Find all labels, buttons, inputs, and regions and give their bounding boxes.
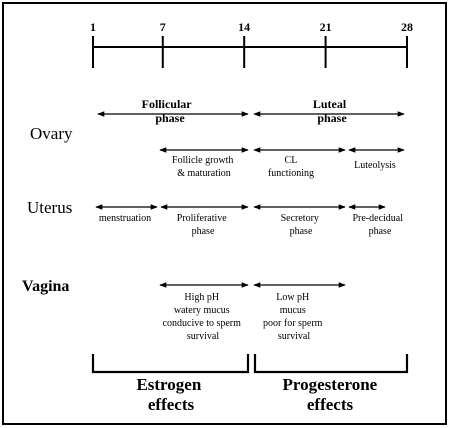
pre-decidual-label: Pre-decidual phase <box>352 213 405 237</box>
ovary-row: Follicular phase Luteal phase Follicle g… <box>97 97 405 179</box>
timeline-tick-label: 7 <box>160 20 166 34</box>
follicle-growth-label: Follicle growth & maturation <box>172 155 236 179</box>
proliferative-label: Proliferative phase <box>177 213 229 237</box>
vagina-label: Vagina <box>22 278 69 295</box>
estrogen-effects-label: Estrogen effects <box>136 375 205 414</box>
luteolysis-label: Luteolysis <box>354 160 396 171</box>
diagram-frame <box>2 2 447 425</box>
timeline-ticks: 1 7 14 21 28 <box>90 20 413 68</box>
timeline-tick-label: 1 <box>90 20 96 34</box>
menstruation-label: menstruation <box>99 213 151 224</box>
secretory-label: Secretory phase <box>281 213 322 237</box>
estrogen-state-label: High pH watery mucus conducive to sperm … <box>163 292 244 342</box>
effects-brackets: Estrogen effects Progesterone effects <box>91 354 409 414</box>
timeline-tick-label: 28 <box>401 20 413 34</box>
vagina-row: High pH watery mucus conducive to sperm … <box>159 282 346 342</box>
cl-functioning-label: CL functioning <box>268 155 314 179</box>
timeline-tick-label: 14 <box>238 20 250 34</box>
day-timeline: 1 7 14 21 28 <box>90 20 413 68</box>
estrogen-bracket <box>91 354 250 374</box>
uterus-label: Uterus <box>27 198 72 217</box>
follicular-phase-label: Follicular phase <box>142 97 195 125</box>
progesterone-effects-label: Progesterone effects <box>283 375 382 414</box>
progesterone-state-label: Low pH mucus poor for sperm survival <box>263 292 325 342</box>
ovary-label: Ovary <box>30 124 73 143</box>
timeline-tick-label: 21 <box>320 20 332 34</box>
luteal-phase-label: Luteal phase <box>313 97 349 125</box>
progesterone-bracket <box>253 354 409 374</box>
uterus-row: menstruation Proliferative phase Secreto… <box>95 204 405 237</box>
